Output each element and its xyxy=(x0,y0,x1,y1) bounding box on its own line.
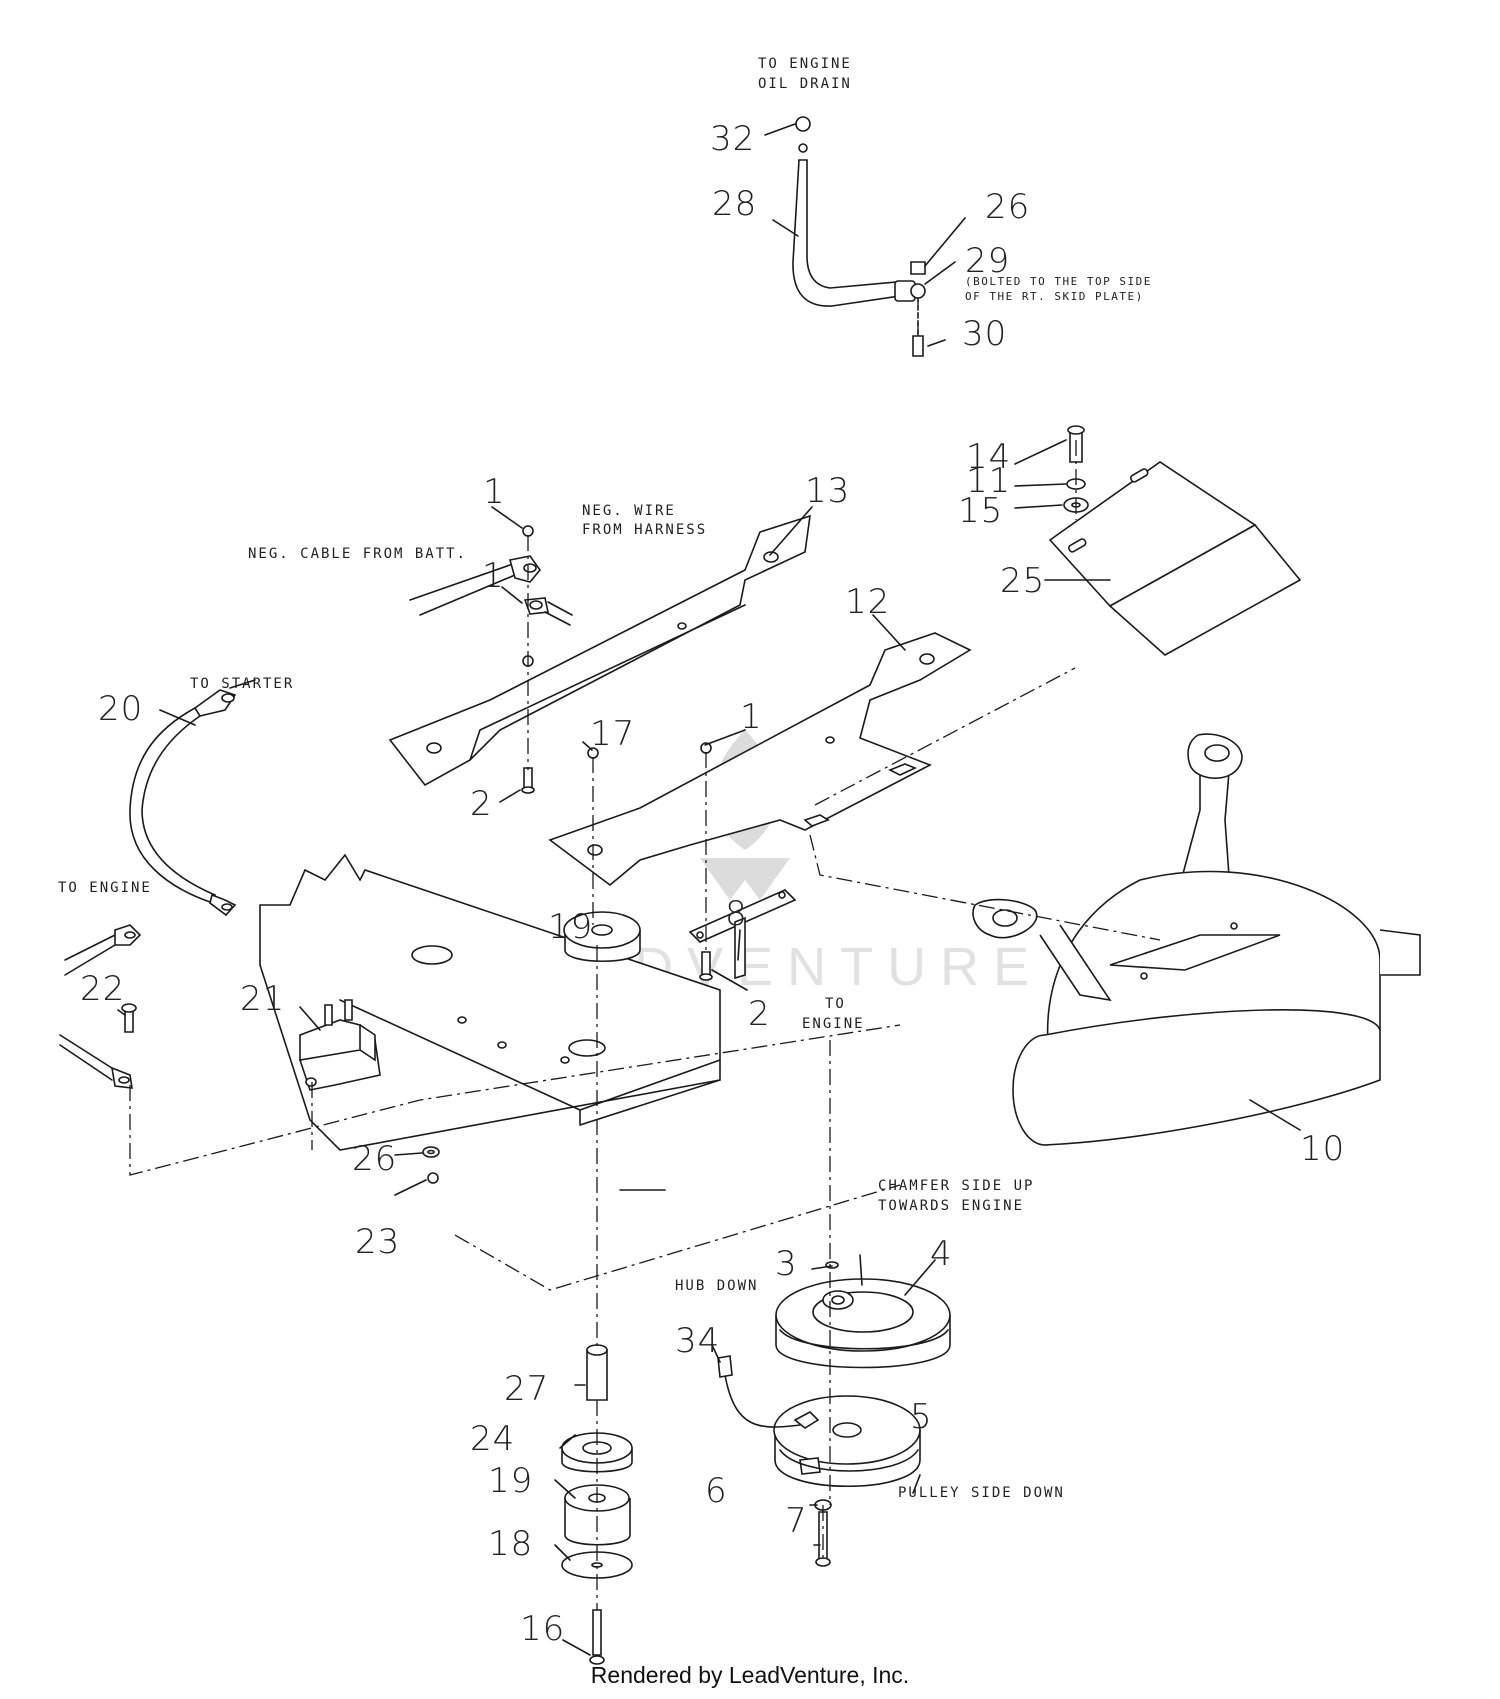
skid-plate xyxy=(259,853,721,1151)
callout-30: 30 xyxy=(962,314,1007,354)
bolt-16 xyxy=(592,1609,602,1656)
spacer-27 xyxy=(586,1349,608,1401)
callout-16: 16 xyxy=(520,1609,565,1649)
callout-4: 4 xyxy=(930,1234,953,1274)
note-neg-wire-1: NEG. WIRE xyxy=(582,503,676,519)
callout-15: 15 xyxy=(958,491,1003,531)
callout-2-lower: 2 xyxy=(748,994,771,1034)
callout-2-upper: 2 xyxy=(470,784,493,824)
callout-19-lower: 19 xyxy=(488,1461,533,1501)
note-to-engine-left: TO ENGINE xyxy=(58,880,152,896)
note-to-engine-center-2: ENGINE xyxy=(802,1016,865,1032)
callout-25: 25 xyxy=(1000,561,1045,601)
note-to-engine-oil-drain-1: TO ENGINE xyxy=(758,56,852,72)
note-chamfer-2: TOWARDS ENGINE xyxy=(878,1198,1024,1214)
callout-29: 29 xyxy=(965,241,1010,281)
callout-32: 32 xyxy=(710,119,755,159)
note-to-starter: TO STARTER xyxy=(190,676,294,692)
pulley-4 xyxy=(775,1278,951,1369)
callout-34: 34 xyxy=(675,1321,720,1361)
oil-drain-group xyxy=(792,116,926,357)
callout-11: 11 xyxy=(966,461,1011,501)
callout-8: 8 xyxy=(725,894,748,934)
note-neg-cable: NEG. CABLE FROM BATT. xyxy=(248,546,467,562)
callout-18: 18 xyxy=(488,1524,533,1564)
solenoid-21 xyxy=(299,999,381,1091)
callout-5: 5 xyxy=(910,1397,933,1437)
note-neg-wire-2: FROM HARNESS xyxy=(582,522,707,538)
nut-1-top xyxy=(522,525,534,537)
callout-22: 22 xyxy=(80,969,125,1009)
callout-12: 12 xyxy=(845,582,890,622)
bracket-8 xyxy=(688,889,797,980)
callout-17: 17 xyxy=(590,714,635,754)
isolator-stack xyxy=(561,1344,633,1665)
bolt-2-lower xyxy=(701,951,711,976)
neg-wire-from-harness xyxy=(544,601,573,626)
nut-23 xyxy=(427,1172,439,1184)
callout-1-mid: 1 xyxy=(482,556,505,596)
callout-7: 7 xyxy=(785,1501,808,1541)
neg-cable-from-batt xyxy=(409,564,516,616)
note-pulley-side-down: PULLEY SIDE DOWN xyxy=(898,1485,1065,1501)
note-to-engine-center-1: TO xyxy=(825,996,846,1012)
note-hub-down: HUB DOWN xyxy=(675,1278,758,1294)
callout-23: 23 xyxy=(355,1222,400,1262)
muffler-10 xyxy=(972,733,1421,1146)
battery-cable-20 xyxy=(129,706,217,903)
callout-1-lower: 1 xyxy=(740,697,763,737)
bolt-30 xyxy=(912,335,924,357)
nut-26-top xyxy=(910,261,926,275)
isolator-19-upper xyxy=(563,911,641,962)
frame-bracket-12 xyxy=(548,632,972,887)
connector-34 xyxy=(717,1355,733,1378)
rendered-by-credit: Rendered by LeadVenture, Inc. xyxy=(590,1662,910,1688)
callout-28: 28 xyxy=(712,184,757,224)
note-bolted-2: OF THE RT. SKID PLATE) xyxy=(965,290,1144,303)
callout-13: 13 xyxy=(805,471,850,511)
callout-6: 6 xyxy=(705,1471,728,1511)
callout-1-top: 1 xyxy=(483,472,506,512)
note-bolted-1: (BOLTED TO THE TOP SIDE xyxy=(965,275,1152,288)
callout-24: 24 xyxy=(470,1419,515,1459)
clutch-wire xyxy=(724,1374,801,1428)
callout-26: 26 xyxy=(985,187,1030,227)
heat-shield-25 xyxy=(1048,461,1302,656)
callout-19-upper: 19 xyxy=(548,907,593,947)
frame-bracket-13 xyxy=(388,514,811,787)
callout-14: 14 xyxy=(966,437,1011,477)
note-to-engine-oil-drain-2: OIL DRAIN xyxy=(758,76,852,92)
drain-hose-28 xyxy=(792,159,902,307)
callout-27: 27 xyxy=(504,1369,549,1409)
note-chamfer-1: CHAMFER SIDE UP xyxy=(878,1178,1034,1194)
callout-3: 3 xyxy=(775,1244,798,1284)
callout-21: 21 xyxy=(240,979,285,1019)
electric-clutch-5 xyxy=(773,1395,921,1487)
ground-cable-left xyxy=(64,934,116,976)
callout-20: 20 xyxy=(98,689,143,729)
callout-10: 10 xyxy=(1300,1129,1345,1169)
cable-solenoid xyxy=(59,1034,116,1081)
callout-26-lower: 26 xyxy=(352,1139,397,1179)
